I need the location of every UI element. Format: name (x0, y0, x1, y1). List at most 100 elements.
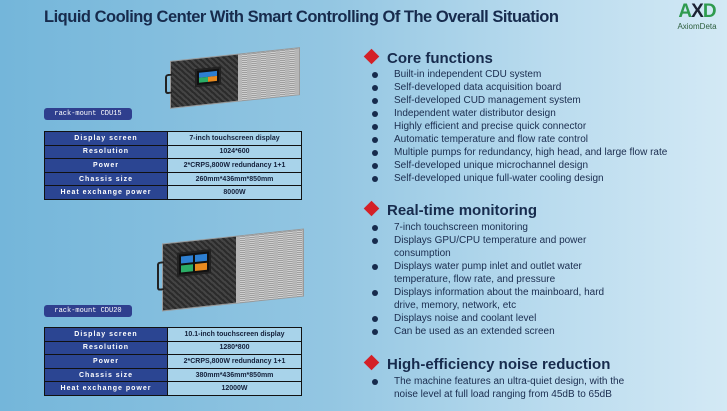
item-text: Independent water distributor design (394, 108, 556, 119)
spec-value: 1280*800 (167, 340, 302, 356)
diamond-icon (363, 200, 380, 217)
diamond-icon (363, 354, 380, 371)
heading-text: Real-time monitoring (387, 202, 538, 219)
spec-label: Heat exchange power (44, 381, 168, 396)
axiomdeta-logo: AXD AxiomDeta (668, 2, 726, 36)
spec-label: Resolution (44, 340, 168, 356)
noise-reduction-heading: High-efficiency noise reduction (363, 354, 611, 374)
noise-reduction-list: The machine features an ultra-quiet desi… (372, 375, 624, 401)
spec-value: 7-inch touchscreen display (167, 131, 302, 146)
bullet-icon (372, 72, 378, 78)
list-item: The machine features an ultra-quiet desi… (372, 375, 624, 388)
spec-value: 12000W (167, 381, 302, 396)
item-text: Displays information about the mainboard… (394, 287, 605, 298)
bullet-icon (372, 111, 378, 117)
list-item: Multiple pumps for redundancy, high head… (372, 146, 667, 159)
spec-value: 260mm*436mm*850mm (167, 171, 302, 187)
bullet-icon (372, 85, 378, 91)
spec-value: 8000W (167, 185, 302, 200)
list-item: temperature, flow rate, and pressure (372, 273, 604, 286)
spec-value: 10.1-inch touchscreen display (167, 327, 302, 342)
list-item: Displays information about the mainboard… (372, 286, 604, 299)
monitoring-heading: Real-time monitoring (363, 200, 538, 220)
list-item: Displays water pump inlet and outlet wat… (372, 260, 604, 273)
bullet-icon (372, 163, 378, 169)
logo-text: AxiomDeta (677, 22, 717, 31)
item-text: Built-in independent CDU system (394, 69, 542, 80)
list-item: Highly efficient and precise quick conne… (372, 120, 667, 133)
spec-value: 2*CRPS,800W redundancy 1+1 (167, 158, 302, 173)
item-text: Displays noise and coolant level (394, 313, 537, 324)
item-text: Can be used as an extended screen (394, 326, 555, 337)
spec-value: 380mm*436mm*850mm (167, 367, 302, 383)
list-item: Self-developed unique microchannel desig… (372, 159, 667, 172)
cdu20-product-image (157, 228, 304, 312)
cdu15-tag: rack-mount CDU15 (44, 108, 132, 120)
item-text: Multiple pumps for redundancy, high head… (394, 147, 668, 158)
bullet-icon (372, 225, 378, 231)
bullet-icon (372, 150, 378, 156)
list-item: Displays GPU/CPU temperature and power (372, 234, 604, 247)
spec-label: Chassis size (44, 171, 168, 187)
bullet-icon (372, 329, 378, 335)
cdu15-product-image (165, 47, 300, 109)
list-item: Can be used as an extended screen (372, 325, 604, 338)
bullet-icon (372, 379, 378, 385)
item-text: temperature, flow rate, and pressure (394, 274, 556, 285)
bullet-icon (372, 264, 378, 270)
logo-mark: AXD (678, 1, 716, 22)
spec-value: 1024*600 (167, 144, 302, 160)
spec-label: Display screen (44, 131, 168, 146)
heading-text: High-efficiency noise reduction (387, 356, 611, 373)
core-functions-heading: Core functions (363, 48, 493, 68)
spec-label: Heat exchange power (44, 185, 168, 200)
item-text: Self-developed unique microchannel desig… (394, 160, 589, 171)
spec-label: Resolution (44, 144, 168, 160)
spec-label: Power (44, 158, 168, 173)
bullet-icon (372, 137, 378, 143)
item-text: Self-developed CUD management system (394, 95, 581, 106)
bullet-icon (372, 316, 378, 322)
item-text: The machine features an ultra-quiet desi… (394, 376, 625, 387)
list-item: Automatic temperature and flow rate cont… (372, 133, 667, 146)
item-text: drive, memory, network, etc (394, 300, 517, 311)
page-title: Liquid Cooling Center With Smart Control… (44, 8, 559, 26)
list-item: Independent water distributor design (372, 107, 667, 120)
list-item: drive, memory, network, etc (372, 299, 604, 312)
bullet-icon (372, 98, 378, 104)
item-text: Highly efficient and precise quick conne… (394, 121, 587, 132)
spec-label: Power (44, 354, 168, 369)
cdu20-tag: rack-mount CDU20 (44, 305, 132, 317)
diamond-icon (363, 48, 380, 65)
list-item: Self-developed unique full-water cooling… (372, 172, 667, 185)
item-text: Displays water pump inlet and outlet wat… (394, 261, 582, 272)
bullet-icon (372, 238, 378, 244)
bullet-icon (372, 176, 378, 182)
list-item: consumption (372, 247, 604, 260)
item-text: Automatic temperature and flow rate cont… (394, 134, 588, 145)
list-item: Self-developed data acquisition board (372, 81, 667, 94)
item-text: 7-inch touchscreen monitoring (394, 222, 528, 233)
list-item: noise level at full load ranging from 45… (372, 388, 624, 401)
spec-value: 2*CRPS,800W redundancy 1+1 (167, 354, 302, 369)
list-item: 7-inch touchscreen monitoring (372, 221, 604, 234)
bullet-icon (372, 124, 378, 130)
item-text: Displays GPU/CPU temperature and power (394, 235, 587, 246)
item-text: Self-developed unique full-water cooling… (394, 173, 604, 184)
list-item: Built-in independent CDU system (372, 68, 667, 81)
item-text: noise level at full load ranging from 45… (394, 389, 612, 400)
spec-label: Display screen (44, 327, 168, 342)
spec-label: Chassis size (44, 367, 168, 383)
